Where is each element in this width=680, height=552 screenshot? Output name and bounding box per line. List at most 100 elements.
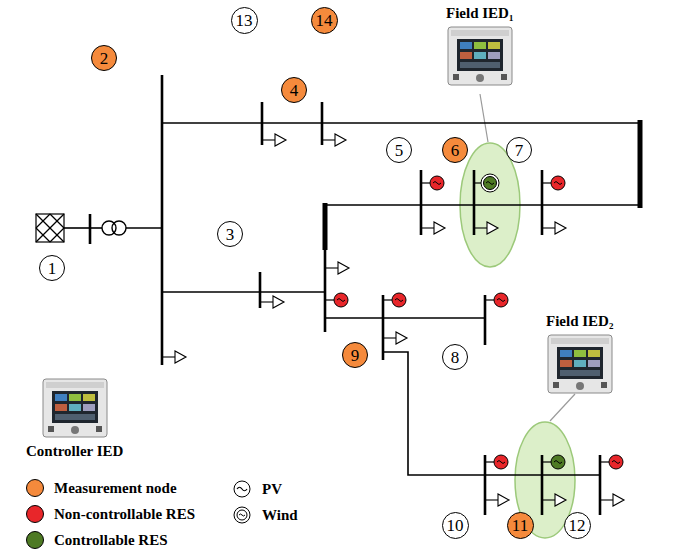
load-arrow bbox=[338, 262, 349, 274]
res-stub bbox=[474, 182, 481, 183]
ied-node: Field IED₁ bbox=[446, 4, 513, 86]
device-part bbox=[576, 382, 584, 390]
bus-bar bbox=[599, 455, 602, 515]
load-arrow bbox=[498, 494, 509, 506]
device-part bbox=[55, 404, 67, 411]
device-part bbox=[588, 360, 600, 367]
device-part bbox=[52, 391, 98, 423]
load-arrow bbox=[485, 499, 498, 500]
device-part bbox=[488, 42, 500, 49]
feeder-line bbox=[325, 317, 485, 319]
noncontrollable-res bbox=[497, 461, 505, 464]
device-part bbox=[71, 426, 79, 434]
transformer-symbol bbox=[112, 221, 126, 235]
bus-bar bbox=[484, 455, 487, 515]
load-arrow bbox=[273, 296, 284, 308]
res-stub bbox=[600, 461, 609, 462]
device-part bbox=[474, 52, 486, 59]
bus-bar bbox=[324, 248, 327, 332]
feeder-line bbox=[64, 227, 90, 229]
noncontrollable-res bbox=[334, 293, 348, 307]
leader-line bbox=[480, 94, 488, 142]
ied-device bbox=[447, 26, 513, 86]
bus-bar bbox=[473, 170, 476, 235]
load-arrow bbox=[262, 139, 275, 140]
noncontrollable-res bbox=[392, 293, 406, 307]
load-arrow bbox=[474, 227, 487, 228]
measurement-node: 6 bbox=[442, 137, 468, 163]
bus-node: 10 bbox=[442, 512, 469, 539]
grid-symbol bbox=[50, 214, 64, 228]
noncontrollable-res bbox=[494, 455, 508, 469]
bus-number: 10 bbox=[447, 517, 464, 534]
legend-symbol bbox=[232, 479, 252, 499]
ied-label: Field IED₂ bbox=[546, 312, 613, 330]
device-part bbox=[460, 62, 500, 68]
legend-row: Wind bbox=[232, 505, 298, 525]
device-part bbox=[574, 360, 586, 367]
device-part bbox=[601, 382, 607, 388]
legend-symbol bbox=[234, 507, 250, 523]
legend-row: Measurement node bbox=[26, 479, 177, 497]
bus-node: 12 bbox=[564, 512, 591, 539]
device-part bbox=[43, 379, 107, 437]
controllable-res bbox=[486, 182, 494, 185]
legend-swatch bbox=[26, 531, 44, 549]
legend-text: PV bbox=[262, 481, 282, 498]
load-arrow bbox=[162, 356, 175, 357]
load-arrow bbox=[421, 227, 434, 228]
device-part bbox=[451, 30, 509, 36]
device-part bbox=[560, 360, 572, 367]
measurement-node: 11 bbox=[507, 512, 534, 539]
grid-symbol bbox=[36, 214, 64, 242]
device-part bbox=[588, 350, 600, 357]
measurement-node: 2 bbox=[91, 45, 117, 71]
device-part bbox=[453, 74, 459, 80]
device-part bbox=[55, 414, 95, 420]
device-part bbox=[476, 74, 484, 82]
thick-line bbox=[323, 203, 328, 250]
device-part bbox=[96, 426, 102, 432]
controllable-res bbox=[484, 177, 497, 190]
res-stub bbox=[421, 182, 430, 183]
bus-bar bbox=[261, 102, 264, 145]
device-part bbox=[474, 42, 486, 49]
bus-number: 8 bbox=[451, 349, 460, 366]
device-part bbox=[83, 404, 95, 411]
load-arrow bbox=[260, 301, 273, 302]
load-arrow bbox=[325, 267, 338, 268]
leader-line bbox=[550, 394, 575, 421]
load-arrow bbox=[275, 134, 286, 146]
legend-row: Controllable RES bbox=[26, 531, 168, 549]
res-stub bbox=[325, 299, 334, 300]
noncontrollable-res bbox=[433, 182, 441, 185]
res-stub bbox=[542, 182, 551, 183]
load-arrow bbox=[555, 494, 566, 506]
device-part bbox=[560, 350, 572, 357]
grid-symbol bbox=[36, 228, 50, 242]
feeder-line bbox=[64, 123, 640, 475]
device-part bbox=[69, 394, 81, 401]
device-part bbox=[488, 52, 500, 59]
bus-node: 8 bbox=[442, 344, 468, 370]
device-part bbox=[48, 426, 54, 432]
noncontrollable-res bbox=[334, 176, 623, 469]
controllable-res bbox=[554, 461, 562, 464]
bus-number: 3 bbox=[226, 226, 235, 243]
ied-node: Field IED₂ bbox=[546, 312, 613, 394]
load-arrow bbox=[162, 134, 624, 506]
bus-bar bbox=[89, 214, 92, 244]
bus-bar bbox=[541, 170, 544, 235]
res-stub bbox=[485, 299, 494, 300]
load-arrow bbox=[613, 494, 624, 506]
legend-text: Controllable RES bbox=[54, 532, 168, 549]
legend-row: Non-controllable RES bbox=[26, 505, 195, 523]
load-arrow bbox=[383, 337, 396, 338]
device-part bbox=[501, 74, 507, 80]
noncontrollable-res bbox=[554, 182, 562, 185]
legend-symbol bbox=[237, 487, 247, 491]
bus-number: 6 bbox=[451, 142, 460, 159]
ied-device bbox=[547, 334, 613, 394]
device-part bbox=[460, 52, 472, 59]
